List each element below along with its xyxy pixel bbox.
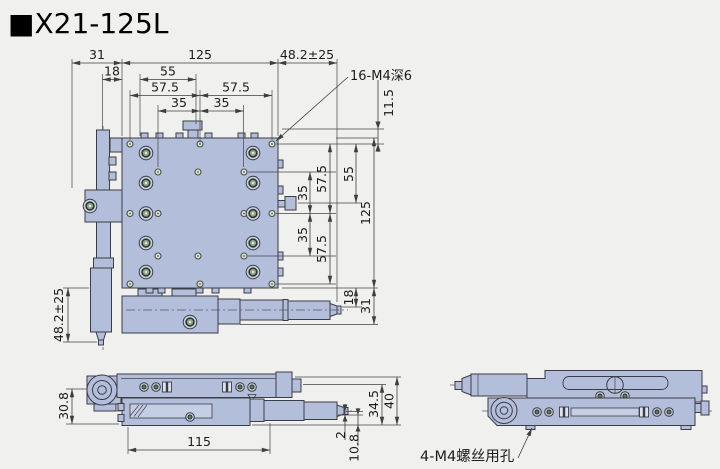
side-view: 4-M4螺丝用孔 [420, 370, 714, 465]
side-adjust-knob [277, 196, 297, 211]
plan-view: 31 125 48.2±25 18 55 57.5 57.5 35 35 11.… [51, 47, 412, 350]
y-micrometer [82, 126, 123, 350]
dim-label: 48.2±25 [280, 47, 334, 62]
dim-label: 2 [333, 431, 348, 439]
dim-label: 48.2±25 [51, 288, 66, 342]
mounting-tab [525, 425, 536, 430]
thread-note-label: 16-M4深6 [350, 69, 412, 84]
mounting-tab [680, 425, 692, 430]
dim-label: 115 [187, 434, 211, 449]
dim-label: 31 [89, 47, 105, 62]
dim-label: 57.5 [314, 235, 329, 263]
clamp-screw [182, 314, 198, 330]
dim-label: 55 [341, 166, 356, 182]
micrometer-knob-end [490, 397, 518, 424]
dim-label: 57.5 [222, 80, 250, 95]
screw-note: 4-M4螺丝用孔 [420, 427, 533, 465]
clamp-screw [82, 198, 98, 214]
dim-left-travel: 48.2±25 [51, 287, 71, 343]
dim-label: 35 [295, 227, 310, 243]
dim-label: 40 [382, 393, 397, 409]
dim-top-row: 31 125 48.2±25 18 55 57.5 57.5 35 35 [71, 47, 338, 114]
micrometer-barrel [90, 267, 112, 333]
screw-note-label: 4-M4螺丝用孔 [420, 448, 515, 465]
micrometer-knob-end [86, 374, 118, 406]
dim-label: 34.5 [366, 390, 381, 418]
extension-lines [63, 59, 384, 343]
micrometer-barrel [470, 373, 528, 397]
dim-label: 35 [171, 95, 187, 110]
thread-note: 16-M4深6 [275, 69, 412, 142]
dim-label: 31 [358, 298, 373, 314]
dim-label: 30.8 [56, 392, 71, 420]
dim-label: 10.8 [347, 434, 362, 462]
micrometer-barrel [263, 400, 305, 421]
dim-label: 57.5 [151, 80, 179, 95]
dim-label: 125 [358, 201, 373, 225]
dim-label: 35 [214, 95, 230, 110]
top-clamp-knob [182, 120, 203, 139]
dim-label: 125 [188, 47, 212, 62]
dim-label: 11.5 [381, 89, 396, 117]
dim-label: 35 [295, 185, 310, 201]
dim-label: 57.5 [314, 165, 329, 193]
dim-right-column: 11.5 55 57.5 35 35 57.5 125 18 31 [295, 80, 396, 325]
dim-label: 18 [341, 290, 356, 306]
page-title: ■X21-125L [8, 7, 169, 40]
x-micrometer [121, 288, 348, 334]
dim-label: 18 [104, 64, 120, 79]
end-adjust-knob [700, 400, 710, 416]
front-view-dims: 30.8 115 34.5 40 2 10.8 [56, 376, 401, 462]
upper-slide [526, 370, 703, 403]
front-view: 30.8 115 34.5 40 2 10.8 [56, 371, 401, 462]
dim-label: 55 [160, 64, 176, 79]
